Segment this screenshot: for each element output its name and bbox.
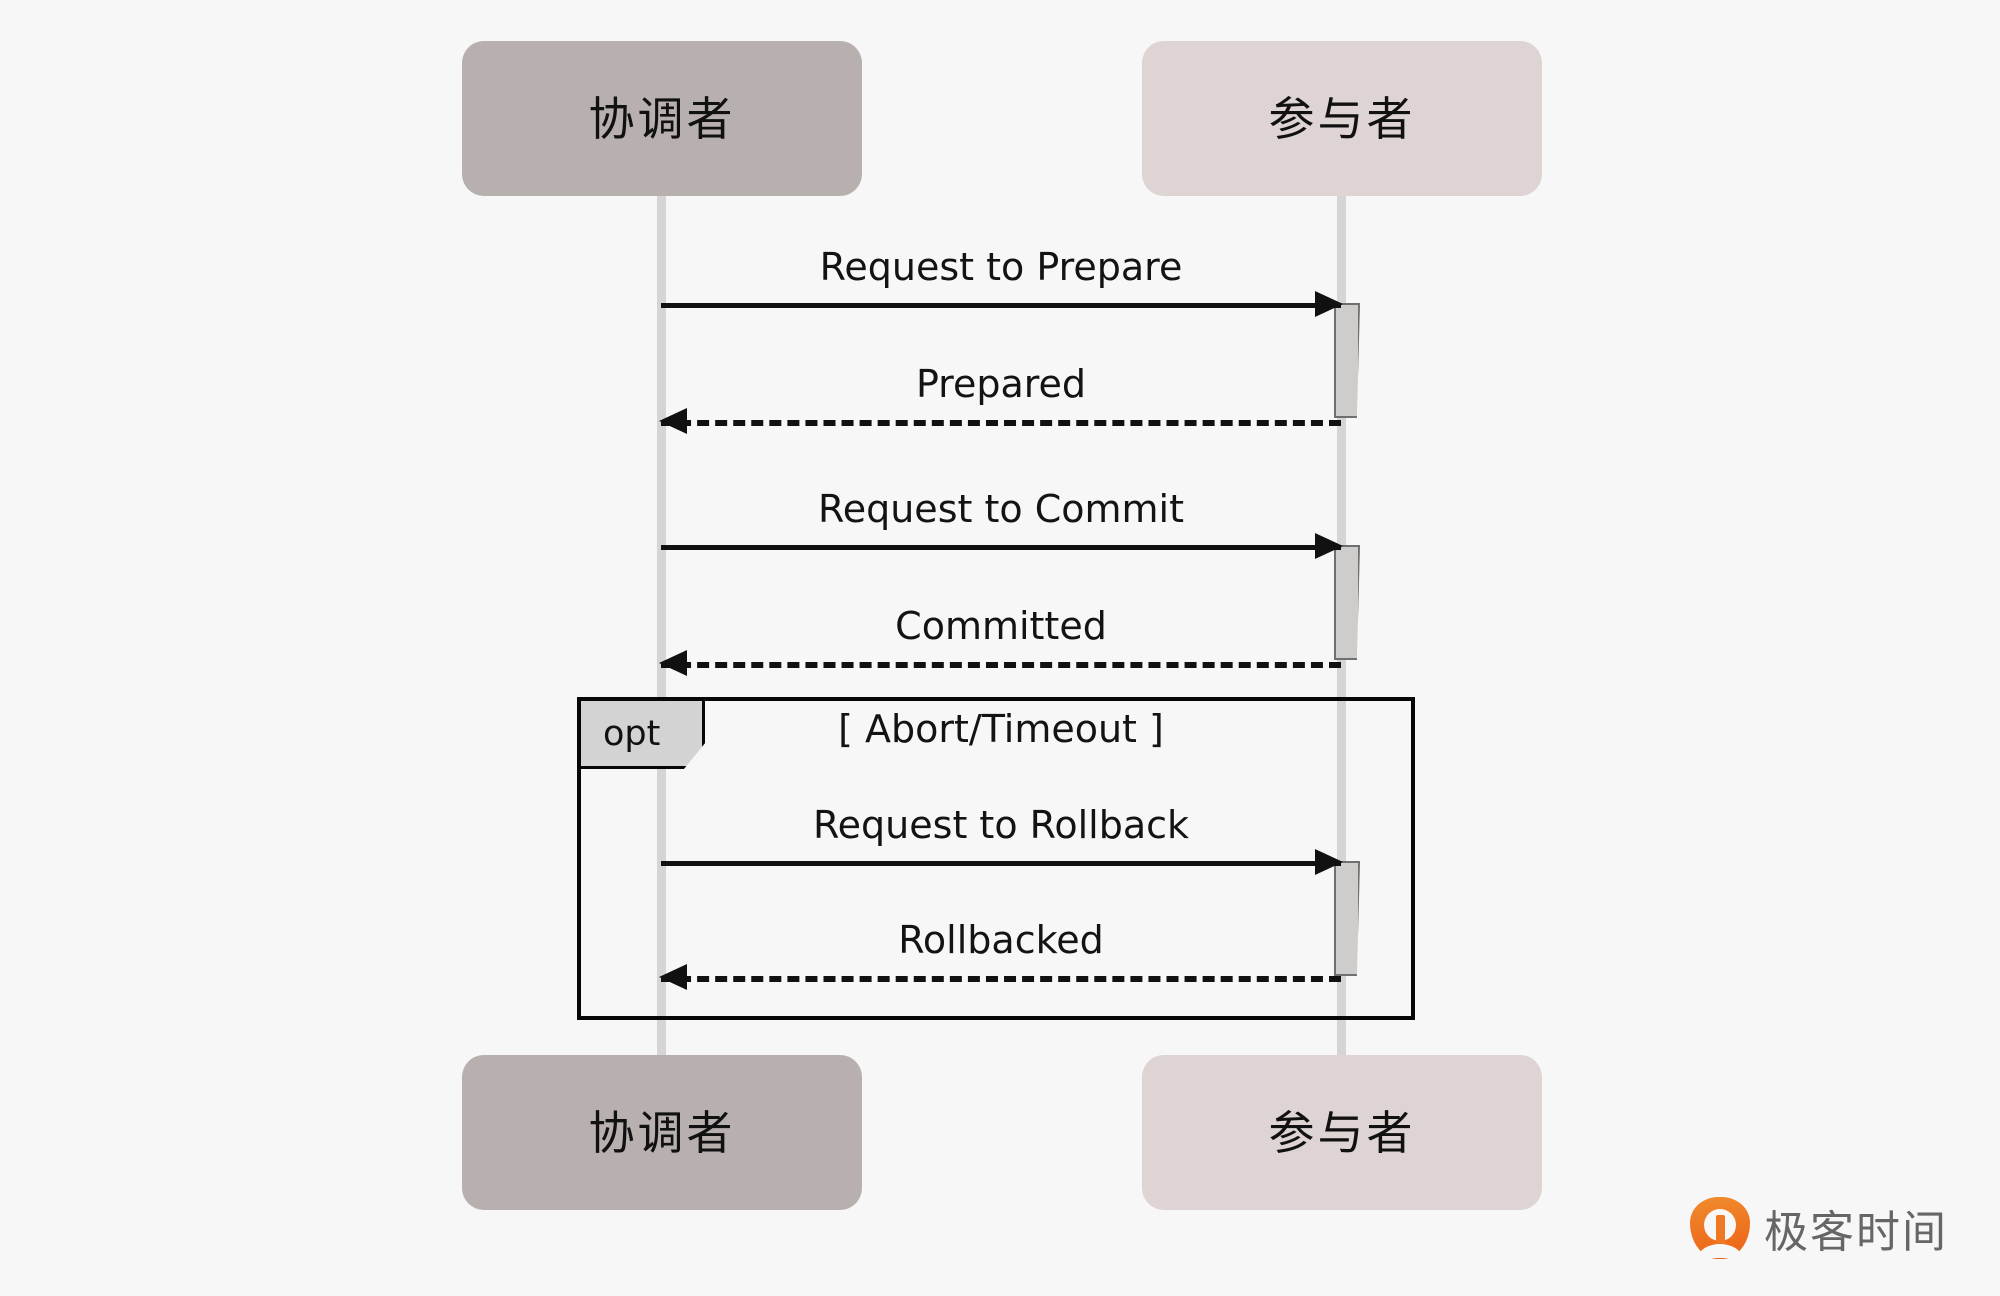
message-line: [661, 976, 1341, 982]
participant-box-participant-top[interactable]: 参与者: [1142, 41, 1542, 196]
message-line: [661, 303, 1341, 308]
watermark: 极客时间: [1690, 1196, 1948, 1260]
combined-fragment-opt[interactable]: opt [ Abort/Timeout ]: [577, 697, 1415, 1020]
logo-stem: [1716, 1215, 1725, 1249]
message-line: [661, 662, 1341, 668]
arrowhead-right-icon: [1315, 533, 1343, 559]
fragment-operator-label: opt: [603, 713, 661, 754]
message-line: [661, 420, 1341, 426]
arrowhead-right-icon: [1315, 849, 1343, 875]
message-label: Request to Prepare: [819, 245, 1183, 289]
fragment-guard-condition: [ Abort/Timeout ]: [838, 707, 1164, 751]
participant-box-coordinator-top[interactable]: 协调者: [462, 41, 862, 196]
geektime-logo-icon: [1690, 1197, 1750, 1259]
fragment-operator-tab: opt: [581, 701, 705, 769]
message-label: Prepared: [915, 362, 1087, 406]
participant-label-coordinator: 协调者: [588, 1105, 736, 1160]
message-line: [661, 861, 1341, 866]
logo-tail: [1698, 1244, 1742, 1258]
message-label: Committed: [895, 604, 1107, 648]
participant-label-participant: 参与者: [1268, 91, 1416, 146]
lifeline-coordinator: [657, 170, 666, 1082]
message-label: Rollbacked: [898, 918, 1104, 962]
arrowhead-left-icon: [659, 408, 687, 434]
participant-label-coordinator: 协调者: [588, 91, 736, 146]
participant-box-coordinator-bottom[interactable]: 协调者: [462, 1055, 862, 1210]
arrowhead-left-icon: [659, 964, 687, 990]
participant-label-participant: 参与者: [1268, 1105, 1416, 1160]
watermark-text: 极客时间: [1764, 1207, 1948, 1258]
arrowhead-left-icon: [659, 650, 687, 676]
participant-box-participant-bottom[interactable]: 参与者: [1142, 1055, 1542, 1210]
message-line: [661, 545, 1341, 550]
message-label: Request to Rollback: [812, 803, 1190, 847]
message-label: Request to Commit: [818, 487, 1184, 531]
arrowhead-right-icon: [1315, 291, 1343, 317]
